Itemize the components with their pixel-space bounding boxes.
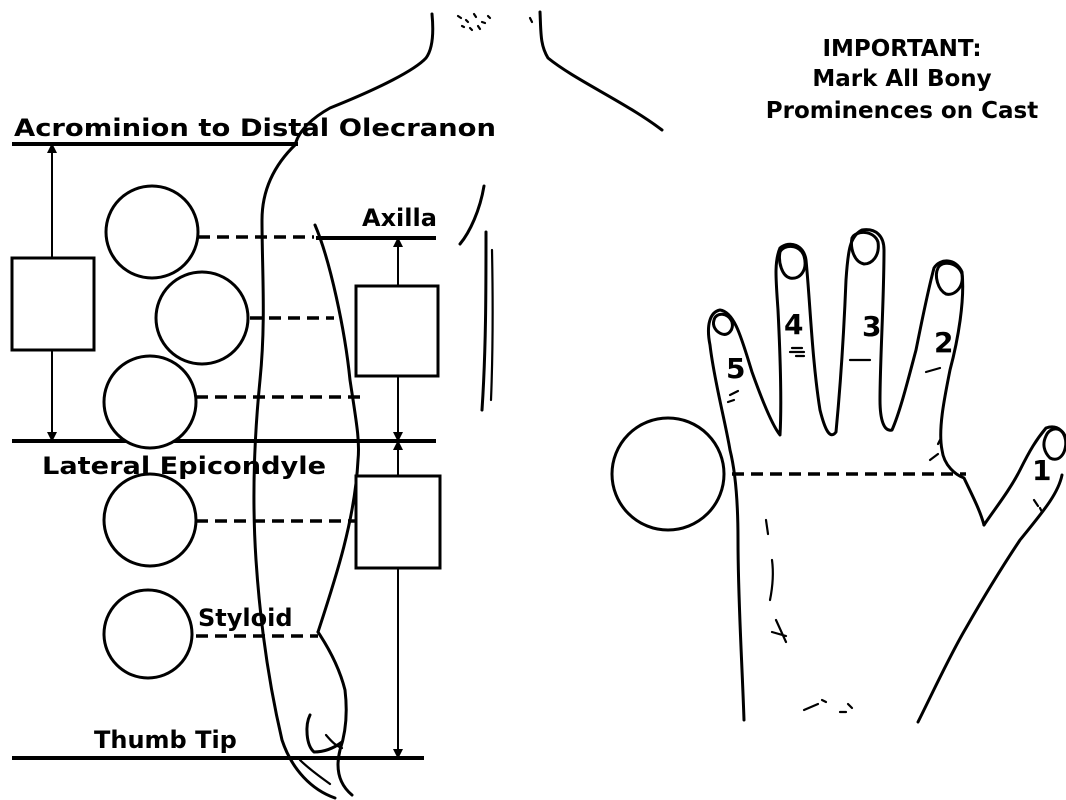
circumference-circle-forearm[interactable] [102,472,198,568]
circumference-circle-above-elbow[interactable] [102,354,198,450]
finger-number-1: 1 [1032,454,1051,487]
hand-sketch [706,228,1066,724]
label-thumb-tip: Thumb Tip [94,726,237,754]
length-box-upper-arm[interactable] [10,256,96,352]
finger-number-2: 2 [934,326,953,359]
notice-line-2: Mark All Bony [812,66,991,92]
length-box-axilla[interactable] [354,284,440,378]
label-lateral-epicondyle: Lateral Epicondyle [42,452,326,480]
label-acromion-to-distal-olecranon: Acrominion to Distal Olecranon [14,114,496,142]
finger-number-3: 3 [862,310,881,343]
arm-sketch [252,142,360,800]
torso-sketch [294,10,664,412]
notice-line-1: IMPORTANT: [822,36,981,62]
length-box-forearm[interactable] [354,474,442,570]
notice-line-3: Prominences on Cast [766,98,1038,124]
reference-lines [12,142,436,760]
circumference-circle-mid-upper-arm[interactable] [154,270,250,366]
circumference-circle-styloid[interactable] [102,588,194,680]
circumference-circle-axilla[interactable] [104,184,200,280]
circumference-circle-palm[interactable] [610,416,726,532]
label-styloid: Styloid [198,604,293,632]
finger-number-5: 5 [726,352,745,385]
finger-number-4: 4 [784,308,803,341]
label-axilla: Axilla [362,204,437,232]
dashed-leaders [196,235,966,638]
measurement-arrows [47,143,403,759]
